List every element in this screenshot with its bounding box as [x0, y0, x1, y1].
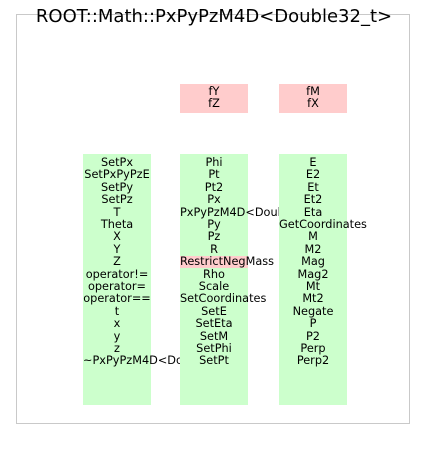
member-item[interactable]: GetCoordinates [279, 218, 367, 231]
member-item[interactable]: Px [207, 193, 221, 207]
member-item[interactable]: SetPxPyPzE [84, 168, 150, 182]
member-item[interactable]: SetPx [100, 156, 134, 169]
class-title: ROOT::Math::PxPyPzM4D<Double32_t> [35, 6, 393, 27]
member-item[interactable]: SetPy [100, 180, 134, 194]
member-item[interactable]: Mag2 [297, 267, 329, 281]
member-item[interactable]: Mt2 [302, 292, 324, 306]
member-item[interactable]: fM [306, 85, 320, 98]
member-item[interactable]: Mag [301, 255, 325, 269]
member-item[interactable]: operator!= [85, 267, 149, 281]
member-item[interactable]: operator== [83, 292, 151, 306]
member-item[interactable]: SetE [201, 304, 227, 318]
member-item[interactable]: Perp [300, 342, 326, 355]
member-item[interactable]: t [114, 304, 120, 318]
member-item[interactable]: Pt2 [204, 180, 224, 194]
member-item[interactable]: Scale [198, 280, 230, 293]
member-item[interactable]: P [309, 317, 317, 331]
member-item[interactable]: Py [207, 218, 221, 231]
member-item[interactable]: E [309, 156, 317, 169]
member-item[interactable]: P2 [306, 329, 320, 343]
member-item[interactable]: Pz [207, 230, 221, 244]
member-item[interactable]: Et [307, 180, 319, 194]
member-item[interactable]: x [113, 317, 121, 331]
member-item[interactable]: SetM [199, 329, 229, 343]
member-item[interactable]: y [113, 329, 121, 343]
member-item[interactable]: M [308, 230, 318, 244]
member-item[interactable]: z [114, 342, 120, 355]
member-item[interactable]: Et2 [303, 193, 323, 207]
member-item[interactable]: Z [113, 255, 121, 269]
member-item[interactable]: Negate [292, 304, 334, 318]
member-item[interactable]: R [210, 242, 218, 256]
member-item[interactable]: RestrictNegMass [180, 255, 275, 269]
member-item[interactable]: SetPz [101, 193, 133, 207]
public-members-box-col2: PhiPtPt2PxPxPyPzM4D<Double32_t>PyPzRRest… [180, 154, 329, 405]
member-item[interactable]: Eta [303, 205, 323, 219]
member-item[interactable]: PxPyPzM4D<Double32_t> [180, 206, 329, 219]
member-item[interactable]: E2 [305, 168, 321, 182]
member-item[interactable]: fX [307, 97, 319, 111]
member-item[interactable]: fY [208, 85, 220, 98]
member-item[interactable]: SetPhi [196, 342, 232, 355]
member-item[interactable]: X [113, 230, 121, 244]
member-item[interactable]: Perp2 [296, 354, 330, 368]
member-item[interactable]: operator= [87, 280, 147, 293]
member-item[interactable]: fZ [208, 97, 220, 111]
member-item[interactable]: Rho [203, 267, 225, 281]
member-item[interactable]: T [113, 205, 121, 219]
member-item[interactable]: SetCoordinates [180, 292, 267, 306]
member-item[interactable]: SetPt [199, 354, 229, 368]
member-item[interactable]: M2 [304, 242, 322, 256]
member-item[interactable]: Mt [305, 280, 321, 293]
member-item[interactable]: Y [113, 242, 121, 256]
member-item[interactable]: Pt [208, 168, 220, 182]
member-item[interactable]: ~PxPyPzM4D<Double32_t> [83, 355, 241, 367]
member-item[interactable]: Phi [205, 156, 223, 169]
member-item[interactable]: Theta [100, 218, 134, 231]
member-item[interactable]: SetEta [195, 317, 233, 331]
